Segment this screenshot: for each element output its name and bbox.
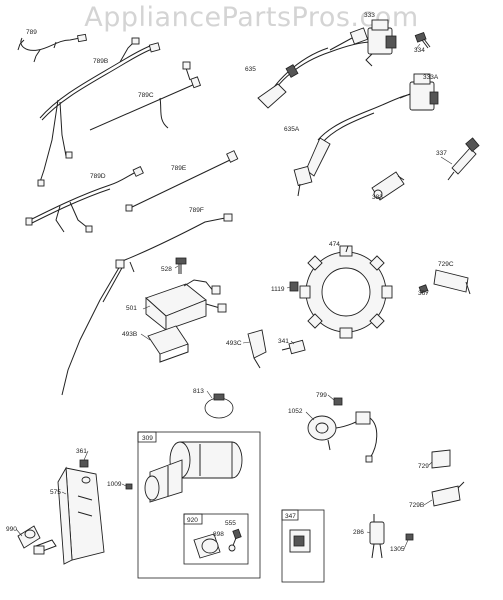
callout-286: 286 [353,529,364,536]
spark-plug-337[interactable] [447,137,480,181]
callout-789: 789 [26,29,37,36]
clip-729[interactable] [431,449,451,469]
solenoid-box-920[interactable] [183,513,249,565]
ignition-switch-1052[interactable] [307,411,378,463]
callout-729b: 729B [409,502,424,509]
callout-383: 383 [372,194,383,201]
leader-lines [15,43,453,550]
callout-575: 575 [50,489,61,496]
clip-729b[interactable] [431,481,465,507]
callout-789b: 789B [93,58,108,65]
hose-clamp-813[interactable] [204,393,234,419]
wire-harness-789b[interactable] [37,37,161,187]
callout-337: 337 [436,150,447,157]
callout-1052: 1052 [288,408,303,415]
key-switch-990[interactable] [17,525,57,555]
bracket-729c[interactable] [433,269,471,295]
callout-493c: 493C [226,340,242,347]
callout-729: 729 [418,463,429,470]
callout-528: 528 [161,266,172,273]
callout-813: 813 [193,388,204,395]
screw-334[interactable] [414,31,431,49]
push-button-box-347[interactable] [281,509,325,583]
callout-898: 898 [213,531,224,538]
wire-789f[interactable] [61,213,233,396]
screw-799[interactable] [333,397,343,406]
bracket-493c[interactable] [247,329,267,369]
callout-789d: 789D [90,173,106,180]
washer-898[interactable] [228,544,236,552]
callout-501: 501 [126,305,137,312]
bolt-528[interactable] [175,257,187,274]
connector-341[interactable] [281,339,306,355]
rectifier-501[interactable] [145,279,227,331]
screw-1305[interactable] [405,533,414,541]
callout-799: 799 [316,392,327,399]
ignition-coil-333[interactable] [365,19,397,67]
callout-334: 334 [414,47,425,54]
callout-789e: 789E [171,165,187,172]
callout-789f: 789F [189,207,204,214]
ignition-coil-635-lead[interactable] [257,27,373,109]
wire-harness-789[interactable] [17,33,87,63]
alternator-stator-474[interactable] [299,245,393,339]
callout-333a: 333A [423,74,439,81]
wire-789c[interactable] [89,61,202,131]
callout-labels: 789 789B 789C 789D 789E 789F 635 333 334… [6,12,454,553]
callout-341: 341 [278,338,289,345]
callout-367: 367 [418,290,429,297]
callout-635: 635 [245,66,256,73]
callout-635a: 635A [284,126,300,133]
switch-286[interactable] [369,514,385,559]
callout-309: 309 [142,435,153,442]
bracket-493b[interactable] [147,325,189,363]
callout-493b: 493B [122,331,137,338]
watermark: AppliancePartsPros.com [84,2,419,33]
callout-333: 333 [364,12,375,19]
starter-motor-box-309[interactable] [137,431,261,579]
spark-plug-boot-383[interactable] [371,171,405,201]
wire-harness-789d[interactable] [25,165,144,233]
starter-motor[interactable] [144,441,243,503]
callout-990: 990 [6,526,17,533]
callout-347: 347 [285,513,296,520]
callout-729c: 729C [438,261,454,268]
callout-555: 555 [225,520,236,527]
screw-1119[interactable] [289,281,299,292]
starter-solenoid-898[interactable] [193,533,221,559]
ignition-coil-333a[interactable] [399,73,439,111]
control-box-575[interactable] [57,466,105,565]
screw-1009[interactable] [125,483,133,490]
callout-920: 920 [187,517,198,524]
callout-1009: 1009 [107,481,122,488]
callout-474: 474 [329,241,340,248]
wire-789e[interactable] [125,150,239,212]
callout-1305: 1305 [390,546,405,553]
nut-361[interactable] [79,459,89,468]
callout-361: 361 [76,448,87,455]
callout-1119: 1119 [271,286,285,293]
callout-789c: 789C [138,92,154,99]
